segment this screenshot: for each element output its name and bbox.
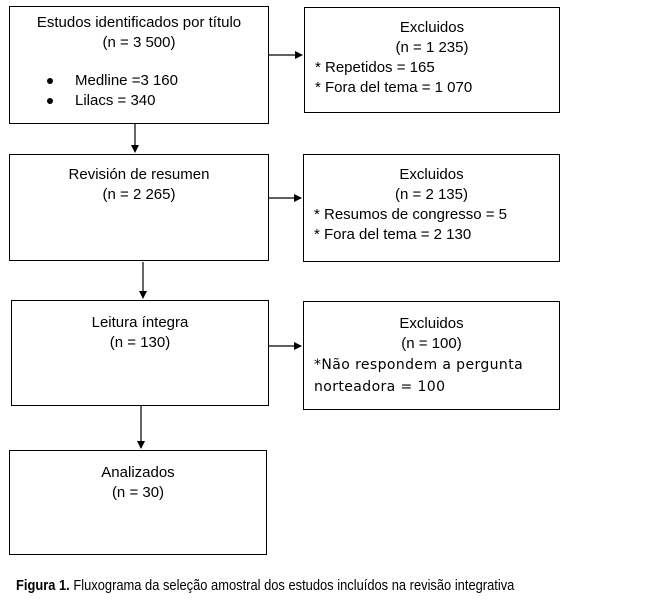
bullet-icon [47,78,53,84]
figure-caption-text: Fluxograma da seleção amostral dos estud… [69,577,515,594]
box-abstract-review-title: Revisión de resumen [68,166,210,183]
excluded-2-title: Excluidos [399,166,464,183]
box-identified-count: (n = 3 500) [102,34,176,51]
excluded-1-reason-2: * Fora del tema = 1 070 [315,79,473,96]
database-list: Medline =3 160 Lilacs = 340 [47,71,178,111]
excluded-2-reason-2: * Fora del tema = 2 130 [314,226,472,243]
figure-caption: Figura 1. Fluxograma da seleção amostral… [16,577,514,594]
excluded-3-reason-line-1: *Não respondem a pergunta [314,357,524,373]
database-lilacs: Lilacs = 340 [75,92,156,109]
database-medline: Medline =3 160 [75,72,178,89]
box-excluded-3: Excluidos (n = 100) *Não respondem a per… [303,301,560,410]
box-excluded-1: Excluidos (n = 1 235) * Repetidos = 165 … [304,7,560,113]
box-full-reading: Leitura íntegra (n = 130) [11,300,269,406]
excluded-3-count: (n = 100) [401,335,462,352]
excluded-1-reason-1: * Repetidos = 165 [315,59,435,76]
excluded-3-reason-line-2: norteadora = 100 [314,379,446,395]
box-full-reading-count: (n = 130) [109,334,171,351]
box-full-reading-title: Leitura íntegra [91,314,189,331]
box-analyzed: Analizados (n = 30) [9,450,267,555]
box-identified-title: Estudos identificados por título [36,14,242,31]
bullet-icon [47,98,53,104]
box-abstract-review-count: (n = 2 265) [102,186,176,203]
figure-label: Figura 1. [16,577,70,594]
box-excluded-2: Excluidos (n = 2 135) * Resumos de congr… [303,154,560,262]
excluded-2-reason-1: * Resumos de congresso = 5 [314,206,508,223]
excluded-2-count: (n = 2 135) [395,186,468,203]
excluded-1-count: (n = 1 235) [395,39,469,56]
box-abstract-review: Revisión de resumen (n = 2 265) [9,154,269,261]
excluded-1-title: Excluidos [399,19,465,36]
list-item: Medline =3 160 [47,71,178,91]
box-analyzed-count: (n = 30) [111,484,165,501]
list-item: Lilacs = 340 [47,91,178,111]
excluded-3-title: Excluidos [399,315,464,332]
box-analyzed-title: Analizados [101,464,175,481]
box-identified: Estudos identificados por título (n = 3 … [9,6,269,124]
